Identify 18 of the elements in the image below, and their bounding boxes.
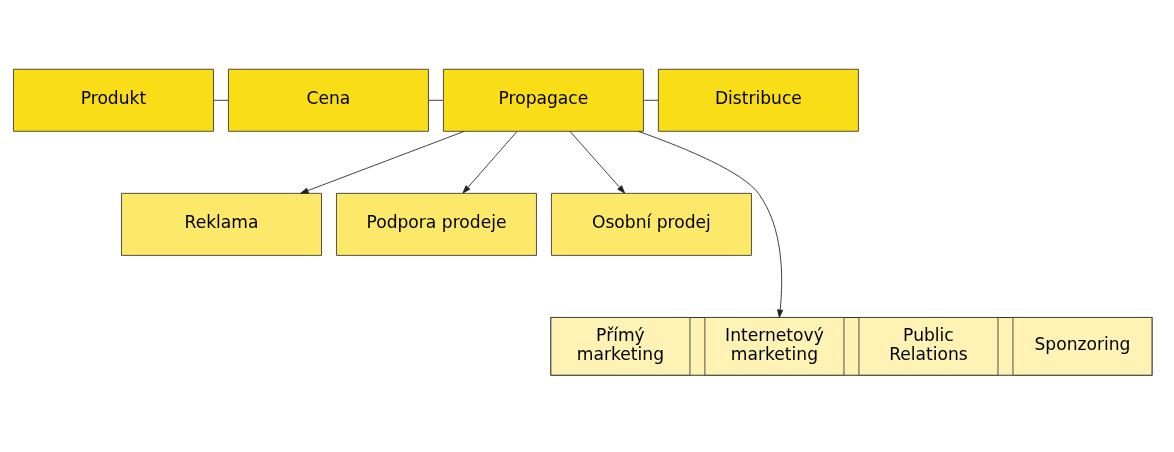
arrow xyxy=(462,130,518,193)
node-box: Distribuce xyxy=(657,68,859,132)
node-box: Osobní prodej xyxy=(551,192,752,256)
node-box: Produkt xyxy=(13,68,214,132)
connector xyxy=(643,99,659,101)
node-box: Reklama xyxy=(121,192,322,256)
connector xyxy=(428,99,444,101)
arrow xyxy=(569,130,626,193)
node-box: Public Relations xyxy=(858,316,999,376)
node-box: Internetový marketing xyxy=(704,316,845,376)
node-box: Propagace xyxy=(443,68,644,132)
connector xyxy=(213,99,229,101)
node-box: Přímý marketing xyxy=(550,316,691,376)
node-box: Cena xyxy=(228,68,429,132)
node-box: Sponzoring xyxy=(1012,316,1153,376)
arrow xyxy=(638,130,784,318)
node-box: Podpora prodeje xyxy=(336,192,537,256)
arrow xyxy=(300,130,465,194)
